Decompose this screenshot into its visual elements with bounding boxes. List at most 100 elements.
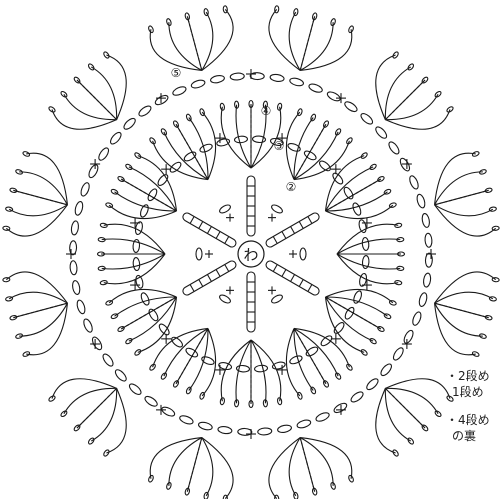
petal-stroke: [64, 388, 117, 413]
chain-stitch: [416, 193, 427, 208]
chain-stitch: [135, 275, 144, 289]
petal-stroke: [153, 141, 208, 180]
chain-stitch: [114, 368, 129, 383]
chain-stitch: [333, 401, 349, 414]
petal-stroke: [19, 172, 67, 205]
spoke-stitch: [181, 212, 237, 249]
petal-stroke: [435, 172, 483, 205]
chain-stitch: [230, 73, 244, 81]
outer-petal: [148, 438, 233, 499]
chain-stitch: [82, 318, 94, 334]
outer-petal: [48, 51, 126, 129]
chain-stitch: [402, 329, 415, 345]
petal-stroke: [294, 328, 313, 390]
petal-stroke: [289, 12, 300, 70]
chain-stitch: [216, 138, 230, 147]
petal-stroke: [91, 388, 116, 441]
chain-stitch: [109, 131, 123, 146]
petal-stroke: [115, 192, 177, 211]
petal-stroke: [138, 156, 177, 211]
petal-stroke: [300, 438, 333, 486]
petal-tip: [274, 6, 279, 13]
petal-stroke: [9, 205, 67, 216]
chain-stitch: [91, 336, 104, 352]
chain-stitch: [72, 280, 81, 295]
petal-stroke: [64, 94, 117, 119]
chain-stitch: [172, 85, 188, 97]
chain-stitch: [425, 233, 433, 247]
petal-stroke: [169, 22, 202, 70]
spoke-bar: [199, 280, 203, 287]
petal-stroke: [325, 297, 364, 352]
petal-stroke: [325, 192, 387, 211]
chain-stitch: [387, 140, 401, 155]
chain-stitch: [217, 426, 232, 435]
spoke-bar: [190, 285, 194, 292]
chain-stitch: [79, 182, 90, 198]
petal-stroke: [150, 438, 202, 479]
spoke-bar: [308, 285, 312, 292]
chain-stitch: [308, 82, 324, 93]
petal-stroke: [169, 438, 202, 486]
chain-stitch: [258, 428, 272, 436]
petal-stroke: [115, 297, 177, 316]
note-line-1a: ・2段め: [446, 368, 490, 384]
petal-stroke: [138, 297, 177, 352]
petal-stroke: [294, 328, 349, 367]
petal-stroke: [202, 12, 213, 70]
chain-stitch: [300, 248, 306, 260]
spoke-bar: [207, 227, 211, 234]
petal-stroke: [325, 297, 387, 316]
chain-stitch: [289, 77, 304, 87]
chain-stitch: [97, 146, 110, 161]
spoke-bar: [308, 217, 312, 224]
spoke-bar: [282, 270, 286, 277]
outer-petal: [376, 379, 454, 457]
note-line-1b: 1段め: [452, 384, 484, 400]
chain-stitch: [101, 352, 115, 367]
round-marker-4: ④: [261, 104, 272, 118]
chain-stitch: [122, 117, 137, 132]
petal-stroke: [19, 303, 67, 336]
petal-stroke: [294, 118, 313, 180]
center-label: わ: [243, 246, 258, 264]
chain-stitch: [140, 292, 151, 306]
petal-stroke: [325, 156, 364, 211]
spoke-bar: [291, 227, 295, 234]
petal-stroke: [385, 388, 410, 441]
outer-petal: [48, 379, 126, 457]
petal-stroke: [289, 438, 300, 496]
outer-petal: [376, 51, 454, 129]
chain-stitch: [218, 203, 231, 214]
petal-stroke: [26, 153, 67, 205]
petal-stroke: [294, 141, 349, 180]
note-line-2b: の裏: [452, 428, 476, 444]
chain-stitch: [70, 261, 78, 275]
petal-tip: [3, 277, 10, 282]
outer-petal: [3, 272, 68, 357]
chain-stitch: [296, 419, 311, 430]
chain-stitch: [218, 293, 231, 304]
chain-stitch: [160, 405, 176, 418]
spoke-stitch: [247, 176, 255, 236]
outer-petal: [435, 151, 500, 236]
outer-petal: [3, 151, 68, 236]
chain-stitch: [154, 94, 170, 107]
petal-stroke: [300, 29, 352, 70]
petal-stroke: [435, 292, 493, 303]
petal-stroke: [91, 67, 116, 120]
note-line-2a: ・4段め: [446, 412, 490, 428]
spoke-bar: [190, 217, 194, 224]
chain-stitch: [421, 213, 430, 228]
petal-stroke: [435, 303, 476, 355]
petal-stroke: [385, 94, 438, 119]
chain-stitch: [379, 362, 393, 377]
chain-stitch: [343, 100, 358, 113]
petal-stroke: [300, 22, 333, 70]
chain-stitch: [190, 79, 205, 90]
round-marker-5: ⑤: [171, 66, 182, 80]
chain-stitch: [71, 220, 80, 235]
spoke-bar: [225, 237, 229, 244]
round-marker-2: ②: [286, 180, 297, 194]
